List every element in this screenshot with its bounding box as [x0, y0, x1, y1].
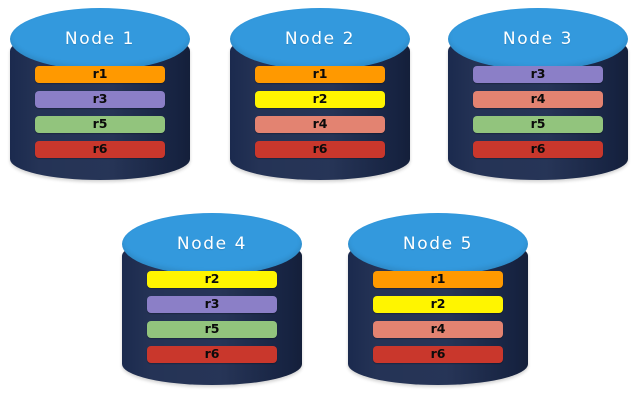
node-cylinder-3[interactable]: Node 3 r3 r4 r5 r6: [448, 8, 628, 193]
node-cylinder-1[interactable]: Node 1 r1 r3 r5 r6: [10, 8, 190, 193]
shard-bar[interactable]: r3: [147, 296, 277, 313]
node-cylinder-2[interactable]: Node 2 r1 r2 r4 r6: [230, 8, 410, 193]
node-title-4: Node 4: [176, 234, 248, 254]
node-title-2: Node 2: [284, 29, 356, 49]
node-title-1: Node 1: [64, 29, 136, 49]
shard-bar[interactable]: r2: [255, 91, 385, 108]
node-cylinder-5[interactable]: Node 5 r1 r2 r4 r6: [348, 213, 528, 398]
shard-list-4: r2 r3 r5 r6: [147, 271, 277, 363]
shard-bar[interactable]: r6: [473, 141, 603, 158]
shard-bar[interactable]: r4: [373, 321, 503, 338]
cylinder-top-1: [10, 8, 190, 70]
shard-bar[interactable]: r4: [255, 116, 385, 133]
shard-bar[interactable]: r3: [35, 91, 165, 108]
shard-bar[interactable]: r2: [147, 271, 277, 288]
cylinder-top-3: [448, 8, 628, 70]
shard-list-5: r1 r2 r4 r6: [373, 271, 503, 363]
shard-bar[interactable]: r5: [473, 116, 603, 133]
shard-bar[interactable]: r6: [35, 141, 165, 158]
shard-list-1: r1 r3 r5 r6: [35, 66, 165, 158]
shard-list-3: r3 r4 r5 r6: [473, 66, 603, 158]
shard-bar[interactable]: r4: [473, 91, 603, 108]
shard-bar[interactable]: r1: [373, 271, 503, 288]
cylinder-top-5: [348, 213, 528, 275]
shard-bar[interactable]: r2: [373, 296, 503, 313]
shard-bar[interactable]: r6: [373, 346, 503, 363]
shard-bar[interactable]: r3: [473, 66, 603, 83]
shard-bar[interactable]: r5: [35, 116, 165, 133]
shard-bar[interactable]: r6: [255, 141, 385, 158]
shard-list-2: r1 r2 r4 r6: [255, 66, 385, 158]
shard-bar[interactable]: r6: [147, 346, 277, 363]
node-title-3: Node 3: [502, 29, 574, 49]
shard-bar[interactable]: r5: [147, 321, 277, 338]
shard-bar[interactable]: r1: [255, 66, 385, 83]
node-cylinder-4[interactable]: Node 4 r2 r3 r5 r6: [122, 213, 302, 398]
cylinder-top-2: [230, 8, 410, 70]
shard-bar[interactable]: r1: [35, 66, 165, 83]
node-title-5: Node 5: [402, 234, 474, 254]
cylinder-top-4: [122, 213, 302, 275]
